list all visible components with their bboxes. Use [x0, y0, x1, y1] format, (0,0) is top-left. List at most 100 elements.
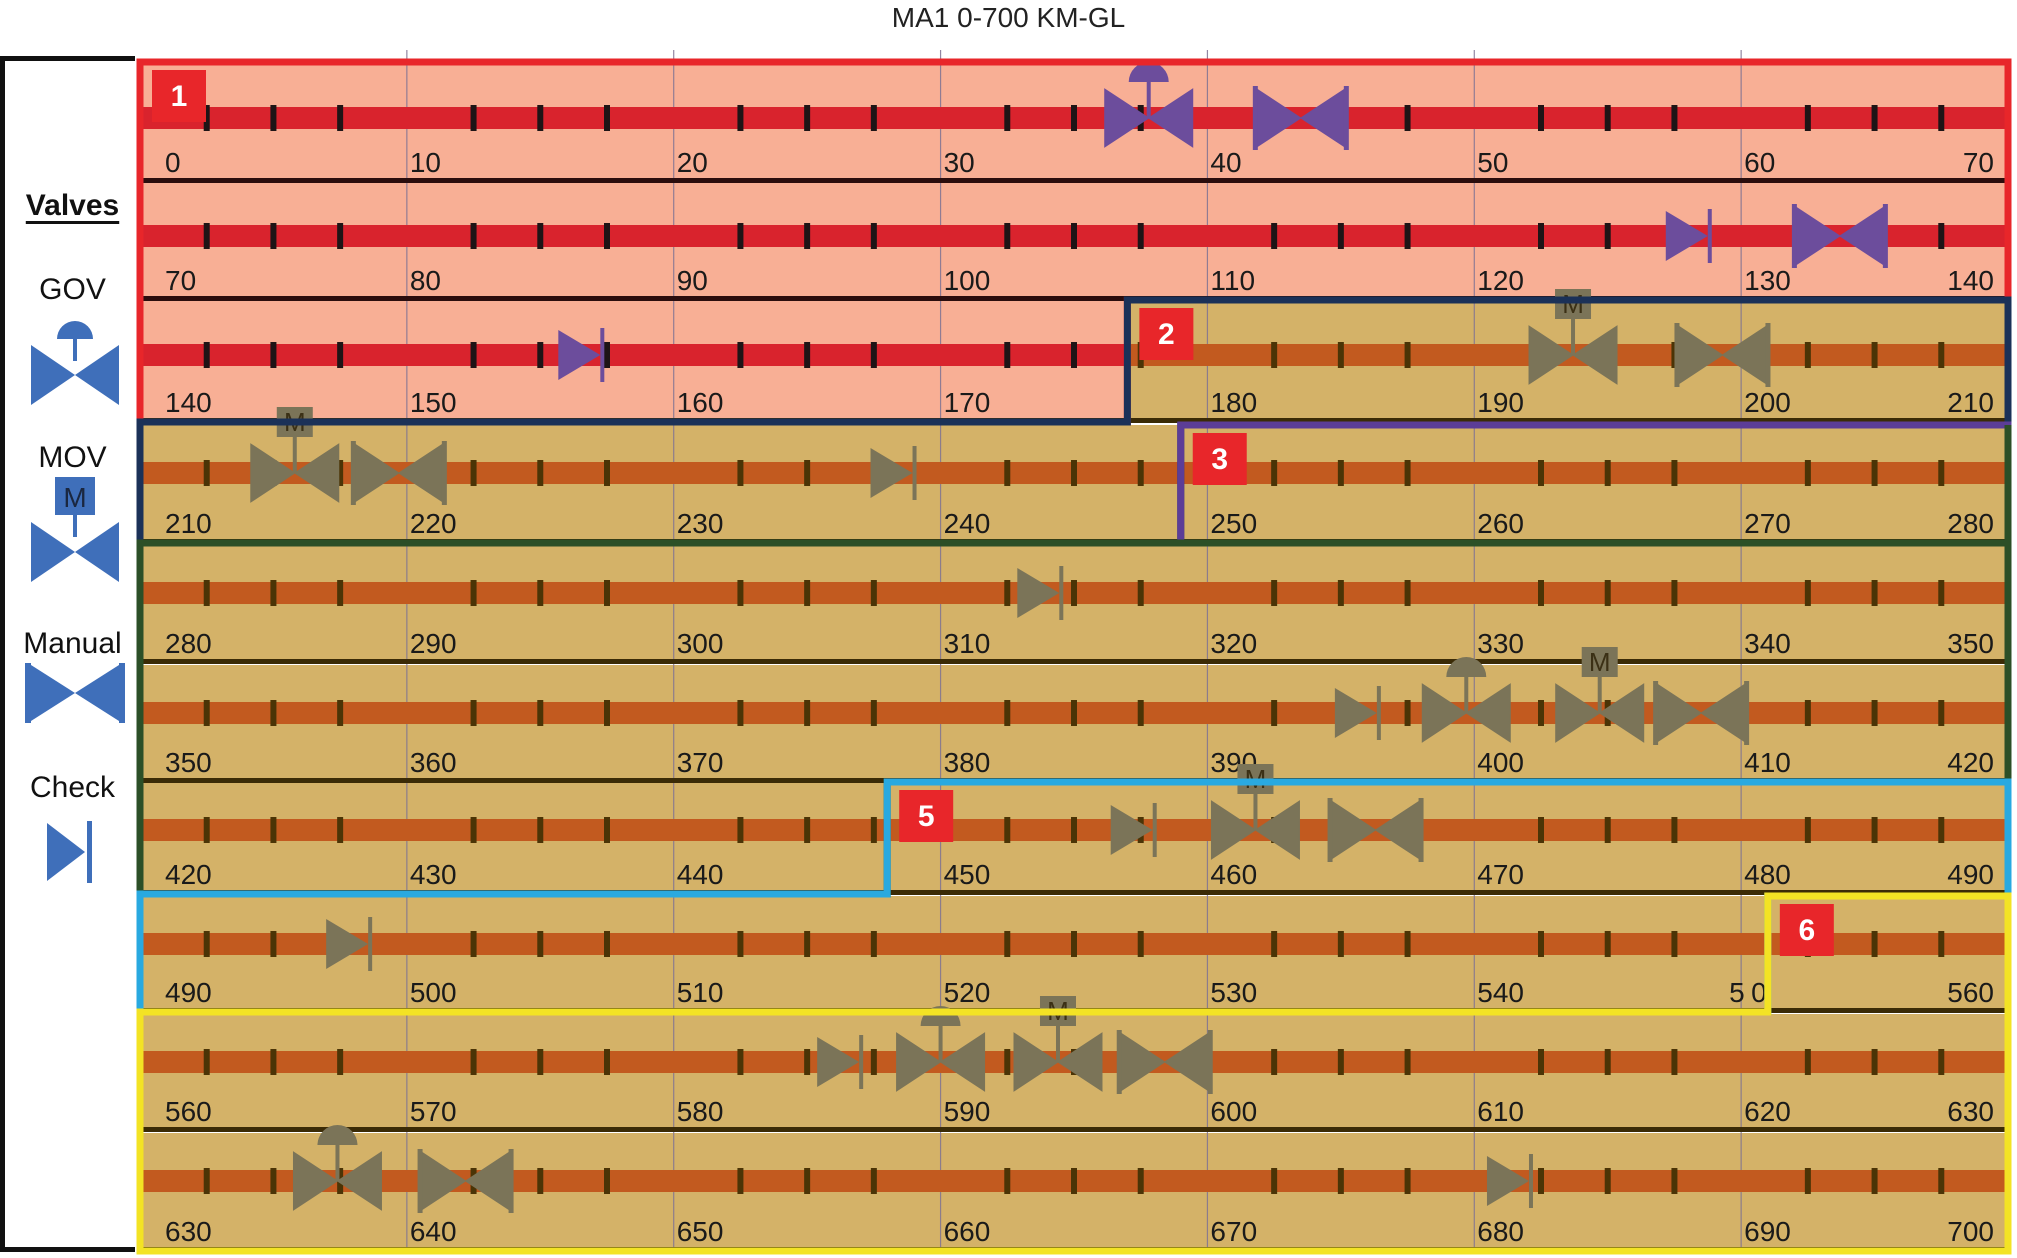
check-valve-seat: [1707, 209, 1712, 263]
km-tick: [470, 931, 477, 957]
km-tick: [1804, 700, 1811, 726]
km-gridlines: [406, 50, 1742, 1250]
km-label: 340: [1744, 628, 1791, 659]
km-label: 280: [1947, 508, 1994, 539]
km-label: 310: [944, 628, 991, 659]
km-label: 460: [1210, 859, 1257, 890]
km-label: 50: [1477, 147, 1508, 178]
manual-valve-flange: [1882, 204, 1888, 268]
km-label: 250: [1210, 508, 1257, 539]
km-label: 230: [677, 508, 724, 539]
segment-badge-box: [899, 790, 954, 842]
km-tick: [537, 580, 544, 606]
mov-valve-icon: M: [31, 477, 119, 582]
km-tick: [1938, 700, 1945, 726]
km-tick: [737, 1049, 744, 1075]
check-valve-body: [558, 330, 601, 380]
km-tick: [804, 342, 811, 368]
mov-valve-marker: M: [250, 407, 340, 503]
km-label: 90: [677, 265, 708, 296]
diagram-title: MA1 0-700 KM-GL: [891, 2, 1126, 33]
mov-valve-stem: [1571, 317, 1576, 355]
km-tick: [870, 342, 877, 368]
km-tick: [1671, 817, 1678, 843]
check-valve-marker: [1334, 686, 1381, 740]
mov-valve-marker: M: [1555, 647, 1645, 743]
segment-badge-box: [152, 70, 206, 122]
valve-body-right: [1598, 683, 1645, 743]
km-tick: [804, 817, 811, 843]
km-label: 380: [944, 747, 991, 778]
km-label: 220: [410, 508, 457, 539]
gov-valve-marker: [292, 1125, 382, 1211]
km-tick: [270, 931, 277, 957]
km-label: 180: [1210, 387, 1257, 418]
km-tick: [1137, 931, 1144, 957]
km-tick: [1938, 1168, 1945, 1194]
km-tick: [737, 580, 744, 606]
km-tick: [1604, 1049, 1611, 1075]
km-tick: [1337, 1168, 1344, 1194]
km-label: 690: [1744, 1216, 1791, 1247]
gov-valve-icon: [31, 321, 119, 405]
km-tick: [870, 105, 877, 131]
km-tick: [203, 342, 210, 368]
km-tick: [1004, 1168, 1011, 1194]
manual-valve-marker: [1653, 681, 1750, 745]
gov-valve-marker: [1421, 657, 1511, 743]
km-tick: [1004, 1049, 1011, 1075]
km-tick: [1671, 342, 1678, 368]
km-tick: [1938, 342, 1945, 368]
check-valve-marker: [558, 328, 605, 382]
check-valve-body: [1334, 688, 1377, 738]
km-tick: [1137, 460, 1144, 486]
km-label: 490: [1947, 859, 1994, 890]
km-tick: [1271, 223, 1278, 249]
manual-valve-marker: [1674, 323, 1771, 387]
km-tick: [1004, 700, 1011, 726]
km-tick: [804, 931, 811, 957]
km-tick: [203, 700, 210, 726]
km-label: 700: [1947, 1216, 1994, 1247]
km-tick: [1071, 223, 1077, 249]
km-tick: [1071, 580, 1077, 606]
manual-valve-flange: [441, 441, 447, 505]
segment-badge-label: 5: [918, 800, 935, 833]
km-tick: [337, 817, 344, 843]
valve-body-right: [293, 443, 340, 503]
km-label: 80: [410, 265, 441, 296]
pipeline-band: [140, 344, 1128, 366]
km-tick: [1404, 700, 1411, 726]
km-label: 140: [1947, 265, 1994, 296]
km-tick: [1538, 105, 1544, 131]
km-label: 560: [1947, 977, 1994, 1008]
km-tick: [1804, 460, 1811, 486]
row-baseline: [140, 178, 2008, 183]
km-tick: [537, 700, 544, 726]
check-valve-marker: [326, 917, 373, 971]
km-label: 410: [1744, 747, 1791, 778]
km-tick: [1337, 460, 1344, 486]
km-label: 100: [944, 265, 991, 296]
km-tick: [804, 105, 811, 131]
mov-valve-actuator: [1581, 647, 1618, 677]
manual-valve-icon: [25, 663, 125, 723]
km-label: 140: [165, 387, 212, 418]
km-label: 200: [1744, 387, 1791, 418]
km-tick: [870, 1168, 877, 1194]
km-tick: [604, 817, 610, 843]
check-valve-seat: [600, 328, 605, 382]
km-tick: [1271, 580, 1278, 606]
km-tick: [1671, 931, 1678, 957]
km-tick: [1604, 460, 1611, 486]
segment-badge-box: [1192, 433, 1247, 485]
km-tick: [1071, 700, 1077, 726]
km-tick: [1538, 1049, 1544, 1075]
km-tick: [1604, 223, 1611, 249]
manual-valve-flange: [350, 441, 356, 505]
km-tick: [270, 105, 277, 131]
km-tick: [737, 223, 744, 249]
km-label: 490: [165, 977, 212, 1008]
km-tick: [1004, 931, 1011, 957]
